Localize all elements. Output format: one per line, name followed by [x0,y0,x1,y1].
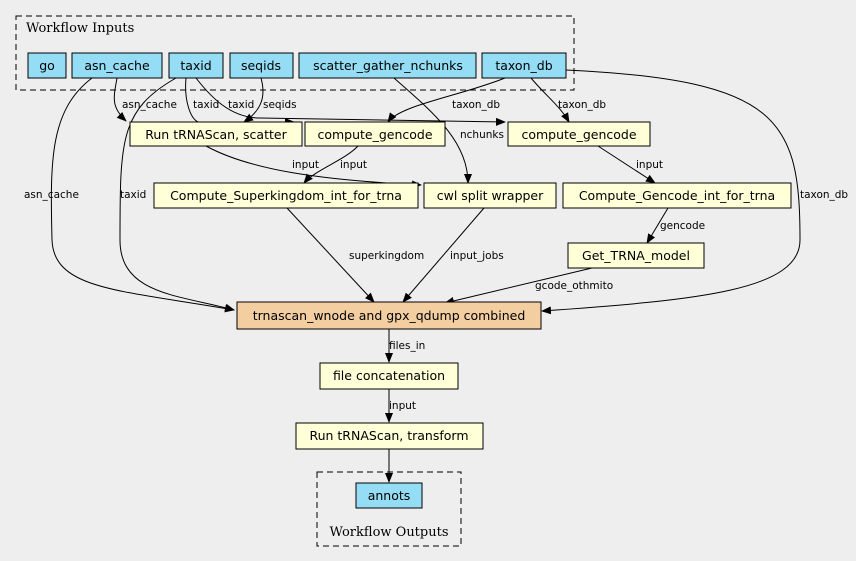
edge-label-combined-concat: files_in [389,340,425,352]
edge-label-asn-cache-scatter: asn_cache [122,99,177,111]
edge-taxon-db-gencode2 [530,77,570,123]
edge-taxid-combined [119,77,235,312]
edge-label-model-combined: gcode_othmito [535,280,613,292]
edge-taxon-db-combined [541,69,801,315]
edge-taxid-gencode2 [195,77,506,126]
node-annots[interactable]: annots [355,482,423,509]
edge-model-combined [444,267,593,305]
node-compute-superkingdom[interactable]: Compute_Superkingdom_int_for_trna [153,182,419,209]
node-seqids-label: seqids [241,58,281,73]
node-go-label: go [39,58,55,73]
node-run-trnascan-transform[interactable]: Run tRNAScan, transform [295,422,484,450]
edge-gencode1-superkingdom [303,145,359,184]
edge-label-gencode-int-model: gencode [660,220,705,232]
node-trnascan-combined-label: trnascan_wnode and gpx_qdump combined [253,308,526,323]
edge-gencode-int-model [646,207,669,244]
node-go[interactable]: go [27,52,67,79]
edge-label-superkingdom-combined: superkingdom [349,250,424,262]
node-asn-cache-label: asn_cache [84,58,150,73]
node-compute-gencode-1-label: compute_gencode [317,127,432,142]
node-run-trnascan-scatter-label: Run tRNAScan, scatter [145,127,287,142]
node-get-trna-model-label: Get_TRNA_model [582,248,690,263]
edge-split-combined [402,207,485,303]
node-trnascan-combined[interactable]: trnascan_wnode and gpx_qdump combined [236,301,542,330]
edge-label-scatter-split: input [292,159,319,171]
node-compute-gencode-int[interactable]: Compute_Gencode_int_for_trna [562,182,792,209]
edge-label-taxid-gencode1: taxid [193,99,219,111]
edge-label-taxid-gencode2: taxid [228,99,254,111]
node-scatter-gather-nchunks-label: scatter_gather_nchunks [313,58,463,73]
node-cwl-split-wrapper-label: cwl split wrapper [437,188,544,203]
node-file-concatenation-label: file concatenation [333,368,445,383]
input-nodes: go asn_cache taxid seqids scatter_gather… [27,52,567,79]
node-taxon-db-label: taxon_db [495,58,552,73]
node-compute-gencode-2[interactable]: compute_gencode [507,121,651,147]
step-nodes: Run tRNAScan, scatter compute_gencode co… [129,121,792,450]
edge-label-seqids-scatter: seqids [263,99,297,111]
workflow-outputs-title: Workflow Outputs [330,525,449,540]
node-taxid-label: taxid [180,58,211,73]
node-seqids[interactable]: seqids [229,52,294,79]
node-annots-label: annots [368,488,411,503]
edge-superkingdom-combined [286,207,375,303]
node-run-trnascan-transform-label: Run tRNAScan, transform [309,428,468,443]
edges: asn_cache taxid taxid seqids taxon_db ta… [24,69,848,483]
edge-label-taxon-db-gencode2: taxon_db [558,99,606,111]
node-compute-gencode-int-label: Compute_Gencode_int_for_trna [579,188,775,203]
node-cwl-split-wrapper[interactable]: cwl split wrapper [423,182,557,209]
node-run-trnascan-scatter[interactable]: Run tRNAScan, scatter [129,121,303,147]
node-compute-superkingdom-label: Compute_Superkingdom_int_for_trna [170,188,402,203]
node-taxid[interactable]: taxid [168,52,224,79]
edge-label-gencode1-superkingdom: input [340,159,367,171]
edge-taxon-db-gencode1 [387,77,506,123]
node-taxon-db[interactable]: taxon_db [481,52,567,79]
edge-label-concat-transform: input [389,400,416,412]
node-compute-gencode-2-label: compute_gencode [521,127,636,142]
workflow-inputs-title: Workflow Inputs [26,21,134,36]
edge-gencode2-gencode-int [597,145,656,184]
edge-seqids-scatter [243,77,264,123]
node-get-trna-model[interactable]: Get_TRNA_model [567,242,705,269]
node-compute-gencode-1[interactable]: compute_gencode [304,121,446,147]
edge-label-taxon-db-combined: taxon_db [800,189,848,201]
edge-label-split-combined: input_jobs [450,250,504,262]
edge-label-taxon-db-gencode1: taxon_db [452,99,500,111]
edge-label-gencode2-gencode-int: input [636,159,663,171]
node-asn-cache[interactable]: asn_cache [71,52,163,79]
edge-asn-cache-scatter [113,77,127,122]
edge-label-asn-cache-combined: asn_cache [24,189,79,201]
node-file-concatenation[interactable]: file concatenation [319,362,459,390]
workflow-inputs-cluster [15,15,575,91]
edge-label-nchunks-split: nchunks [460,129,504,141]
node-scatter-gather-nchunks[interactable]: scatter_gather_nchunks [298,52,477,79]
edge-asn-cache-combined [50,77,235,313]
edge-label-taxid-combined: taxid [120,189,146,201]
